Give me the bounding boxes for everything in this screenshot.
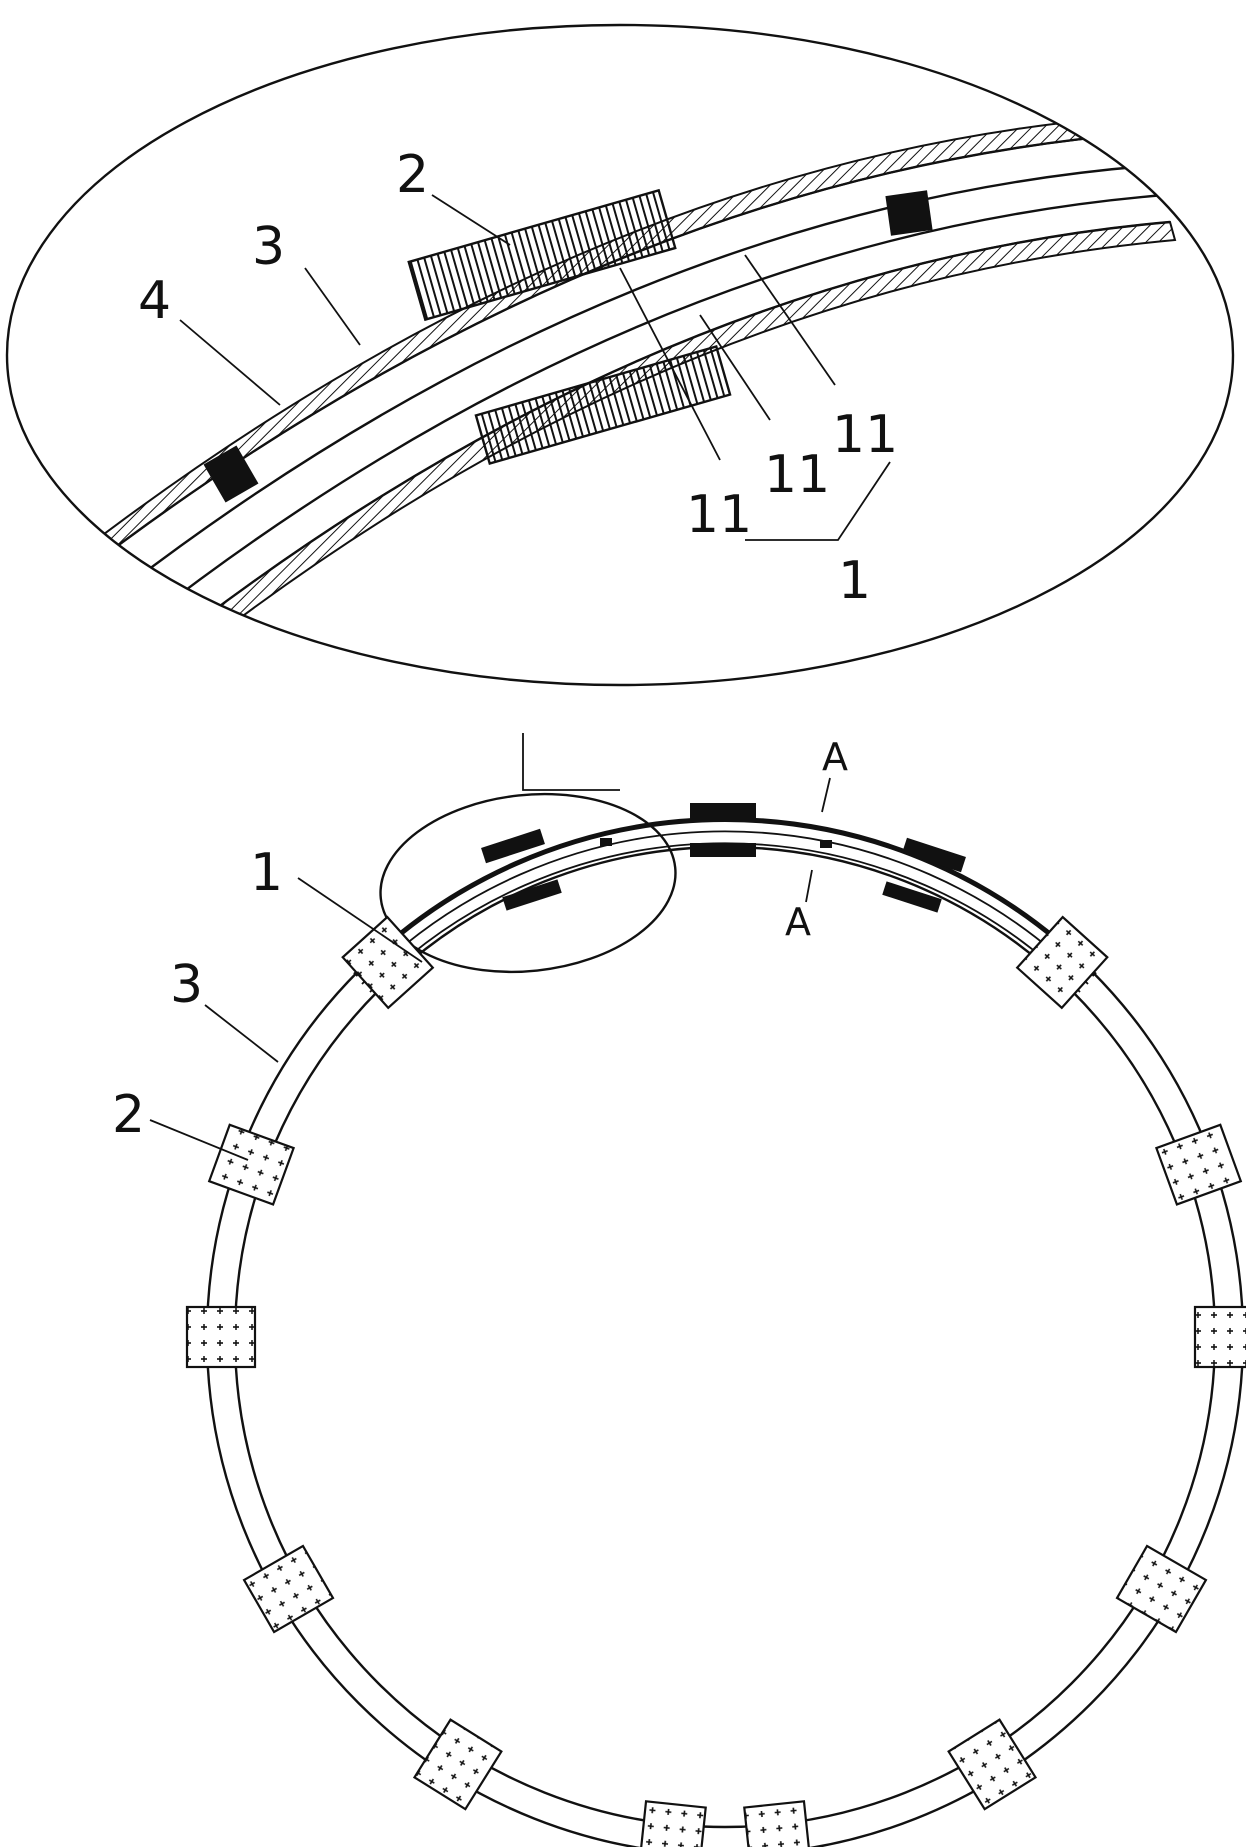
leader-wire-a bbox=[619, 267, 721, 461]
pad bbox=[820, 840, 832, 848]
ring-label-body: 3 bbox=[170, 955, 203, 1015]
section-line-top bbox=[821, 777, 831, 813]
label-core: 1 bbox=[838, 551, 871, 611]
ring-segment bbox=[1193, 1305, 1246, 1369]
core-line-3 bbox=[139, 193, 1166, 626]
section-label-bottom: A bbox=[785, 900, 811, 944]
label-wire-c: 11 bbox=[832, 405, 898, 465]
upper-segment-hatched bbox=[407, 188, 677, 322]
lower-segment-hatched bbox=[474, 345, 732, 465]
section-line-bottom bbox=[805, 869, 813, 903]
detail-ellipse-outline bbox=[5, 23, 1235, 687]
pad bbox=[902, 837, 966, 873]
leader-wire-c bbox=[744, 254, 836, 386]
leader-wire-b bbox=[699, 314, 771, 421]
section-label-top: A bbox=[822, 735, 848, 779]
detail-marker-ellipse bbox=[379, 792, 677, 974]
detail-connector-line bbox=[522, 733, 620, 791]
ring-view: A A 1 3 2 bbox=[112, 735, 1246, 1847]
leader-seg bbox=[431, 194, 511, 246]
core-line-2 bbox=[114, 163, 1161, 596]
ring-leader-body bbox=[204, 1004, 279, 1063]
ring-segments bbox=[185, 915, 1246, 1847]
ring-segment bbox=[207, 1123, 296, 1206]
pad bbox=[690, 843, 756, 857]
pad bbox=[502, 879, 562, 911]
leader-body bbox=[304, 267, 361, 346]
ring-segment bbox=[242, 1544, 335, 1634]
core-line-4 bbox=[161, 220, 1171, 651]
ring-label-core: 1 bbox=[250, 843, 283, 903]
ring-segment bbox=[743, 1800, 813, 1847]
ring-leader-core bbox=[297, 877, 423, 963]
pad bbox=[600, 838, 612, 846]
leader-bond bbox=[179, 319, 281, 406]
ring-segment bbox=[412, 1718, 503, 1811]
label-body: 3 bbox=[252, 217, 285, 277]
ring-leader-seg bbox=[149, 1119, 249, 1161]
ring-top-band-2 bbox=[361, 830, 1089, 985]
label-seg: 2 bbox=[396, 145, 429, 205]
core-line-1 bbox=[91, 130, 1156, 566]
ring-segment bbox=[637, 1800, 707, 1847]
pad bbox=[481, 828, 545, 864]
top-pads bbox=[481, 803, 966, 913]
ring-segment bbox=[1115, 1544, 1208, 1634]
ring-segment bbox=[947, 1718, 1038, 1811]
leader-core bbox=[745, 461, 891, 541]
detail-view: 2 3 4 11 11 11 1 bbox=[5, 23, 1235, 687]
ring-segment bbox=[185, 1305, 257, 1369]
lower-casing-hatched bbox=[160, 220, 1177, 662]
bond-block-left bbox=[203, 445, 259, 503]
label-bond: 4 bbox=[138, 271, 171, 331]
ring-segment bbox=[1154, 1123, 1243, 1206]
label-wire-b: 11 bbox=[764, 445, 830, 505]
pad bbox=[882, 881, 942, 913]
ring-segment bbox=[341, 915, 435, 1010]
pad bbox=[690, 803, 756, 819]
ring-segment bbox=[1015, 915, 1109, 1010]
bond-block-right bbox=[885, 190, 933, 236]
ring-label-seg: 2 bbox=[112, 1085, 145, 1145]
ring-top-band-1 bbox=[353, 817, 1097, 977]
label-wire-a: 11 bbox=[686, 485, 752, 545]
